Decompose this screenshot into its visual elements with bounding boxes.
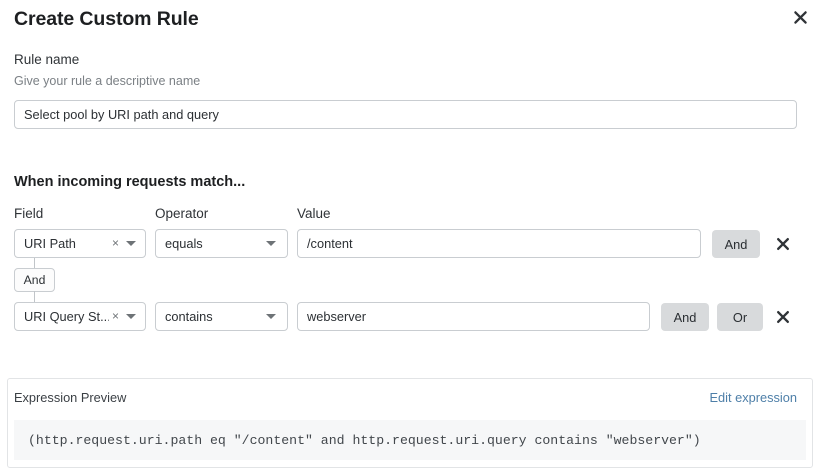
- delete-condition-row-2[interactable]: [772, 306, 794, 328]
- operator-select-row-2[interactable]: contains: [155, 302, 288, 331]
- chevron-down-icon[interactable]: [124, 314, 145, 319]
- chevron-down-icon[interactable]: [124, 241, 145, 246]
- delete-condition-row-1[interactable]: [772, 233, 794, 255]
- column-header-field: Field: [14, 206, 44, 221]
- and-button-row-2[interactable]: And: [661, 303, 709, 331]
- value-input-row-2[interactable]: [297, 302, 650, 331]
- operator-select-value-row-2: contains: [165, 309, 213, 324]
- clear-icon[interactable]: ×: [111, 236, 119, 250]
- chevron-down-icon-glyph: [126, 241, 136, 246]
- field-select-value-row-1: URI Path: [24, 236, 76, 251]
- close-icon-glyph: [793, 10, 807, 24]
- expression-preview-code: (http.request.uri.path eq "/content" and…: [14, 420, 806, 460]
- or-button-row-2[interactable]: Or: [717, 303, 763, 331]
- close-icon-glyph: [777, 311, 789, 323]
- chevron-down-icon-glyph: [266, 314, 276, 319]
- operator-select-value-row-1: equals: [165, 236, 203, 251]
- operator-select-row-1[interactable]: equals: [155, 229, 288, 258]
- rule-name-help-text: Give your rule a descriptive name: [14, 74, 201, 88]
- chevron-down-icon-glyph: [126, 314, 136, 319]
- field-select-row-1[interactable]: URI Path ×: [14, 229, 146, 258]
- rule-name-input[interactable]: [14, 100, 797, 129]
- rule-name-label: Rule name: [14, 52, 80, 67]
- field-select-row-2[interactable]: URI Query St... ×: [14, 302, 146, 331]
- column-header-operator: Operator: [155, 206, 209, 221]
- chevron-down-icon[interactable]: [264, 241, 287, 246]
- close-icon-glyph: [777, 238, 789, 250]
- value-input-row-1[interactable]: [297, 229, 701, 258]
- edit-expression-link[interactable]: Edit expression: [709, 390, 798, 405]
- column-header-value: Value: [297, 206, 331, 221]
- chevron-down-icon[interactable]: [264, 314, 287, 319]
- expression-preview-label: Expression Preview: [14, 390, 127, 405]
- connector-line-bottom: [34, 291, 35, 302]
- field-select-value-row-2: URI Query St...: [24, 309, 109, 324]
- and-button-row-1[interactable]: And: [712, 230, 760, 258]
- chevron-down-icon-glyph: [266, 241, 276, 246]
- clear-icon[interactable]: ×: [111, 309, 119, 323]
- close-icon[interactable]: [788, 5, 812, 29]
- connector-line-top: [34, 258, 35, 269]
- page-title: Create Custom Rule: [14, 8, 199, 30]
- group-connector-and-button[interactable]: And: [14, 268, 55, 292]
- match-section-heading: When incoming requests match...: [14, 174, 246, 190]
